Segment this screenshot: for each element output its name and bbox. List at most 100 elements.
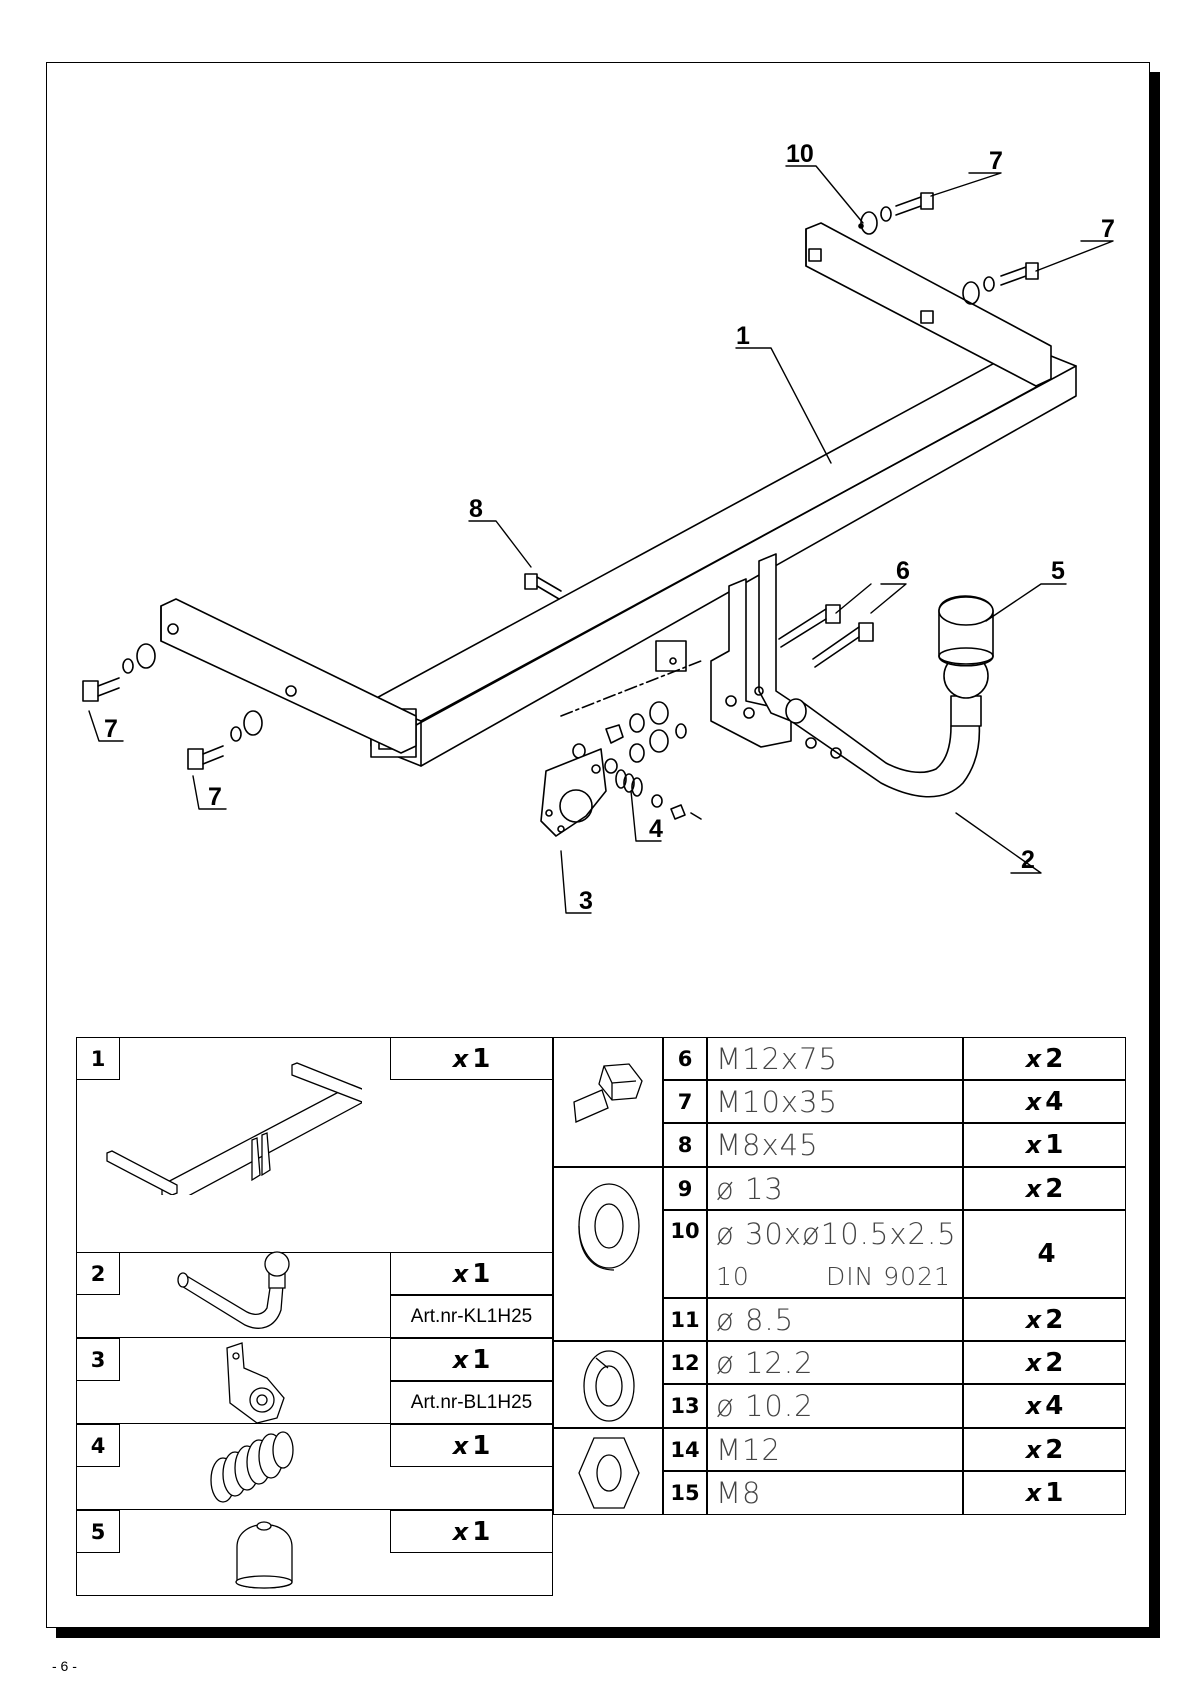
part-num-5: 5	[76, 1510, 120, 1553]
part-spec-10-line2a: 10	[716, 1261, 750, 1291]
washer-10-marker	[858, 223, 864, 229]
spring-washer-group-cell	[553, 1341, 663, 1428]
qty-x: x	[452, 1259, 469, 1288]
washer-group-cell	[553, 1167, 663, 1341]
qty-value: 1	[1045, 1478, 1064, 1508]
part-spec-12: ø 12.2	[707, 1341, 963, 1384]
part-spec-9: ø 13	[707, 1167, 963, 1210]
part-row-4-body	[76, 1467, 553, 1510]
qty-value: 1	[472, 1043, 491, 1074]
callout-4: 4	[649, 815, 663, 843]
flat-washer-icon	[578, 1183, 640, 1271]
bolt-group-cell	[553, 1037, 663, 1167]
right-side-bracket	[805, 222, 1052, 387]
part-num-15: 15	[663, 1471, 707, 1515]
qty-x: x	[452, 1431, 469, 1460]
part-spec-13: ø 10.2	[707, 1384, 963, 1428]
bolt-6-pair	[778, 604, 874, 668]
callout-3: 3	[579, 887, 593, 915]
callout-7-right-upper: 7	[989, 147, 1003, 175]
part-num-11: 11	[663, 1298, 707, 1341]
qty-value: 1	[472, 1516, 491, 1547]
qty-x: x	[452, 1517, 469, 1546]
part-num-14: 14	[663, 1428, 707, 1471]
qty-x: x	[1025, 1435, 1042, 1464]
part-num-7: 7	[663, 1080, 707, 1123]
part-row-1-body	[76, 1062, 553, 1253]
qty-value: 2	[1045, 1173, 1064, 1204]
tow-ball-thumbnail	[177, 1251, 290, 1329]
qty-x: x	[1025, 1348, 1042, 1377]
part-spec-11: ø 8.5	[707, 1298, 963, 1341]
tow-ball-2	[785, 653, 989, 798]
part-spec-10: ø 30xø10.5x2.5	[716, 1217, 957, 1251]
exploded-assembly-drawing: 1 2 3 4 5 6 7 7 7 7 8 10	[82, 140, 1115, 915]
callout-7-right-lower: 7	[1101, 215, 1115, 243]
bolt-8	[524, 573, 562, 600]
qty-value: 1	[1045, 1130, 1064, 1160]
socket-plate-3	[540, 748, 607, 837]
qty-x: x	[1025, 1392, 1042, 1420]
callout-10: 10	[786, 140, 814, 168]
spring-washer-4	[615, 769, 702, 820]
part-spec-8: M8x45	[707, 1123, 963, 1167]
bolt-7-left-upper	[82, 643, 156, 702]
qty-x: x	[1025, 1044, 1042, 1073]
part-spec-7: M10x35	[707, 1080, 963, 1123]
part-row-5-body	[76, 1553, 553, 1596]
qty-value: 2	[1045, 1043, 1064, 1074]
qty-x: x	[452, 1345, 469, 1374]
qty-value: 2	[1045, 1347, 1064, 1378]
part-qty-10: 4	[963, 1210, 1126, 1298]
callout-2: 2	[1021, 846, 1035, 874]
part-spec-15: M8	[707, 1471, 963, 1515]
bolt-7-right-upper	[860, 192, 934, 235]
bolt-7-left-lower	[187, 710, 263, 770]
towbar-thumbnail	[106, 1062, 362, 1195]
qty-value: 4	[1045, 1086, 1064, 1117]
part-num-6: 6	[663, 1037, 707, 1080]
qty-x: x	[1025, 1131, 1042, 1159]
washer-nut-stack	[560, 660, 702, 774]
bolt-icon	[573, 1063, 643, 1123]
part-num-13: 13	[663, 1384, 707, 1428]
callout-7-left-lower: 7	[208, 783, 222, 811]
qty-value: 1	[472, 1430, 491, 1461]
part-spec-6: M12x75	[707, 1037, 963, 1080]
bolt-7-right-lower	[962, 262, 1039, 305]
part-num-8: 8	[663, 1123, 707, 1167]
qty-value: 2	[1045, 1434, 1064, 1465]
part-art-3: Art.nr-BL1H25	[390, 1381, 553, 1424]
hex-nut-icon	[578, 1437, 640, 1509]
socket-plate-thumbnail	[226, 1342, 285, 1424]
part-spec-14: M12	[707, 1428, 963, 1471]
qty-x: x	[1025, 1087, 1042, 1116]
page-number: - 6 -	[52, 1658, 77, 1674]
part-num-2: 2	[76, 1252, 120, 1295]
qty-value: 2	[1045, 1304, 1064, 1335]
qty-x: x	[1025, 1174, 1042, 1203]
qty-value: 1	[472, 1344, 491, 1375]
part-spec-10-line2b: DIN 9021	[826, 1261, 951, 1291]
callout-8: 8	[469, 495, 483, 523]
part-num-9: 9	[663, 1167, 707, 1210]
part-num-4: 4	[76, 1424, 120, 1467]
ball-cap-5	[938, 595, 994, 667]
qty-x: x	[452, 1044, 469, 1073]
part-spec-10-cell: ø 30xø10.5x2.5 10 DIN 9021	[707, 1210, 963, 1298]
part-num-10: 10	[663, 1210, 707, 1298]
left-side-bracket	[160, 598, 417, 754]
callout-1: 1	[736, 322, 750, 350]
